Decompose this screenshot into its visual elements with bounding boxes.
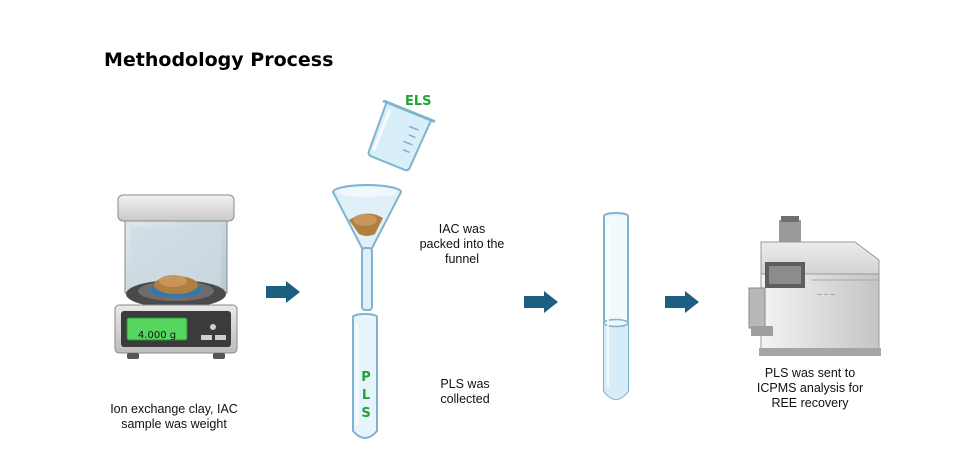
els-label: ELS	[405, 94, 432, 109]
funnel-icon	[331, 184, 403, 312]
funnel-caption: IAC was packed into the funnel	[412, 222, 512, 267]
caption-line: collected	[440, 392, 490, 406]
icpms-caption: PLS was sent to ICPMS analysis for REE r…	[740, 366, 880, 411]
pls-letter: S	[361, 406, 371, 421]
diagram-title: Methodology Process	[104, 49, 334, 71]
caption-line: PLS was	[440, 377, 490, 391]
caption-line: REE recovery	[771, 396, 849, 410]
caption-line: ICPMS analysis for	[756, 381, 864, 395]
icp-ms-instrument-icon: — — —	[747, 216, 885, 358]
test-tube-icon	[601, 211, 631, 407]
balance-caption: Ion exchange clay, IAC sample was weight	[88, 402, 260, 432]
balance-display-readout: 4.000 g	[137, 330, 177, 341]
right-arrow-icon	[665, 291, 699, 313]
pls-letter: P	[361, 370, 371, 385]
svg-text:— — —: — — —	[817, 292, 835, 298]
caption-line: packed into the	[419, 237, 505, 251]
pls-letter: L	[361, 388, 371, 403]
caption-line: IAC was	[438, 222, 486, 236]
right-arrow-icon	[524, 291, 558, 313]
pls-vertical-label: P L S	[357, 369, 375, 423]
caption-line: Ion exchange clay, IAC	[110, 402, 238, 416]
beaker-icon	[355, 100, 447, 172]
caption-line: sample was weight	[121, 417, 227, 431]
right-arrow-icon	[266, 281, 300, 303]
caption-line: PLS was sent to	[764, 366, 856, 380]
test-tube-icon	[351, 313, 379, 445]
analytical-balance-icon: 4.000 g	[113, 193, 239, 369]
caption-line: funnel	[444, 252, 480, 266]
pls-collected-caption: PLS was collected	[420, 377, 510, 407]
